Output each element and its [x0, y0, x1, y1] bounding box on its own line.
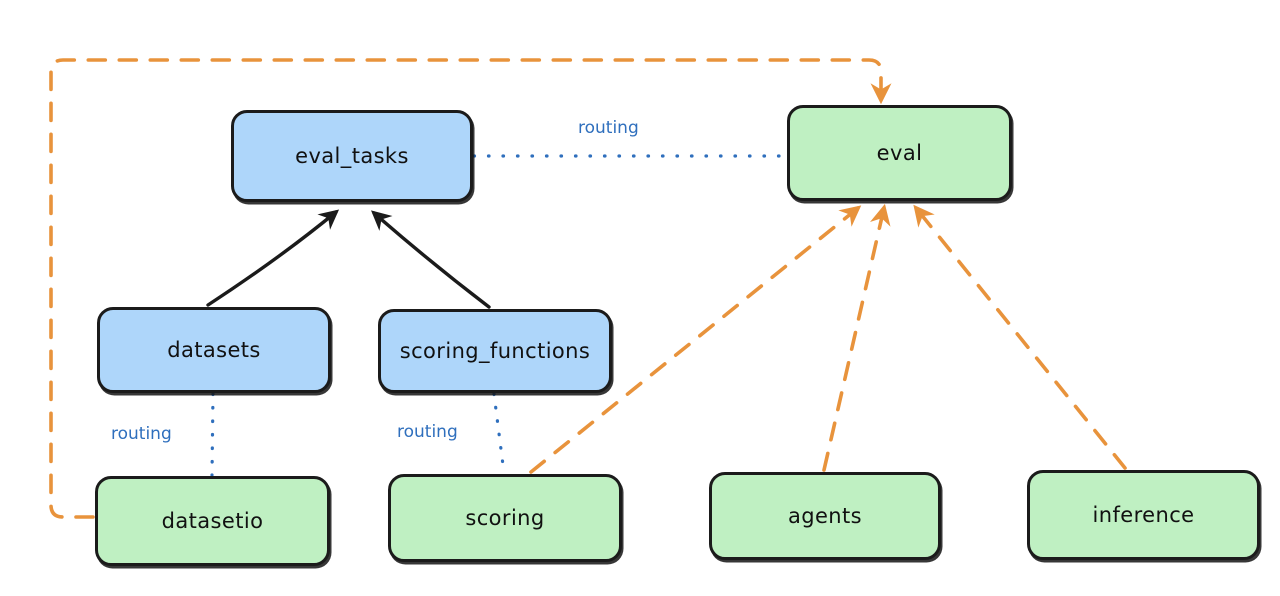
node-label: agents — [787, 504, 862, 528]
node-agents[interactable]: agents — [709, 472, 941, 560]
edge-label-routing-scoring-functions-scoring: routing — [397, 422, 458, 442]
edge-agents-to-eval — [822, 203, 891, 472]
node-label: scoring_functions — [399, 339, 591, 363]
node-eval-tasks[interactable]: eval_tasks — [231, 110, 473, 202]
node-inference[interactable]: inference — [1027, 470, 1260, 560]
node-label: datasetio — [161, 509, 264, 533]
node-label: scoring — [465, 506, 545, 530]
edge-datasets-to-datasetio — [210, 392, 215, 477]
edge-datasets-to-eval_tasks — [206, 209, 340, 307]
node-datasetio[interactable]: datasetio — [95, 476, 330, 566]
edge-label-routing-datasets-datasetio: routing — [111, 424, 172, 444]
edge-scoring_functions-to-eval_tasks — [371, 210, 491, 309]
node-eval[interactable]: eval — [787, 105, 1012, 201]
edge-label-routing-eval-tasks-eval: routing — [578, 118, 639, 138]
node-label: datasets — [167, 338, 261, 362]
node-label: eval — [876, 141, 923, 165]
node-datasets[interactable]: datasets — [97, 307, 331, 393]
edge-scoring_functions-to-scoring — [492, 392, 506, 475]
node-label: inference — [1092, 503, 1195, 527]
node-label: eval_tasks — [295, 144, 409, 168]
node-scoring-functions[interactable]: scoring_functions — [378, 309, 612, 393]
edge-inference-to-eval — [913, 204, 1127, 470]
node-scoring[interactable]: scoring — [388, 474, 622, 562]
